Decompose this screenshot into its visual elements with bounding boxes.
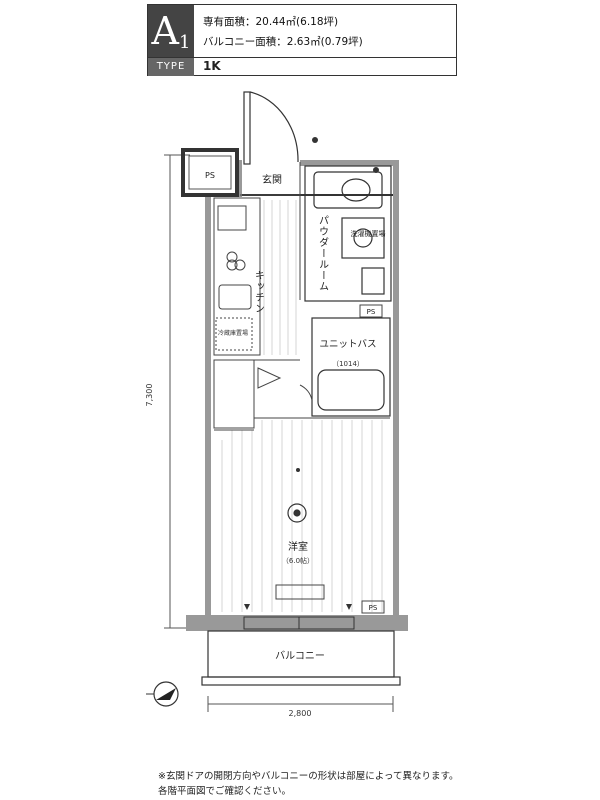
unit-info-header: A1 専有面積：20.44㎡(6.18坪) バルコニー面積：2.63㎡(0.79… bbox=[147, 4, 457, 76]
type-label: TYPE bbox=[148, 58, 194, 76]
balcony-area: バルコニー面積：2.63㎡(0.79坪) bbox=[203, 36, 363, 48]
type-sub: 1 bbox=[179, 32, 191, 53]
ps-label-top: PS bbox=[205, 171, 215, 180]
unit-type-badge: A1 bbox=[148, 5, 194, 57]
storage-closet bbox=[213, 359, 300, 429]
north-arrow-icon bbox=[146, 681, 179, 707]
powder-room bbox=[304, 165, 392, 302]
unit-bath-size: （1014） bbox=[332, 360, 364, 368]
ceiling-light-icon bbox=[287, 503, 307, 523]
layout-type: 1K bbox=[203, 59, 221, 73]
kitchen-counter bbox=[213, 197, 261, 356]
ps-shaft-middle bbox=[359, 304, 383, 318]
balcony-area bbox=[201, 630, 401, 686]
width-dimension-label: 2,800 bbox=[289, 709, 312, 718]
unit-bath-label: ユニットバス bbox=[319, 339, 376, 350]
fridge-label: 冷蔵庫置場 bbox=[218, 329, 248, 337]
height-dimension-label: 7,300 bbox=[145, 384, 154, 407]
fridge-area bbox=[215, 317, 253, 351]
western-room-label: 洋室 bbox=[288, 540, 308, 553]
entrance-label: 玄関 bbox=[262, 173, 282, 186]
balcony-label: バルコニー bbox=[275, 650, 325, 662]
ac-unit bbox=[275, 584, 325, 600]
note-line-2: 各階平面図でご確認ください。 bbox=[158, 786, 292, 797]
western-room-floor bbox=[221, 420, 383, 612]
kitchen-floor bbox=[263, 200, 297, 355]
ps-shaft-bottom bbox=[361, 600, 385, 614]
unit-bath bbox=[311, 317, 391, 417]
type-code: A bbox=[151, 9, 179, 53]
ps-shaft-top bbox=[181, 148, 239, 197]
bath-door[interactable] bbox=[299, 384, 313, 401]
height-dimension bbox=[164, 154, 190, 629]
entrance-area bbox=[240, 162, 301, 300]
ps-label-bottom: PS bbox=[369, 604, 378, 612]
exclusive-area: 専有面積：20.44㎡(6.18坪) bbox=[203, 16, 339, 28]
powder-room-label: パウダールーム bbox=[317, 215, 329, 292]
kitchen-label: キッチン bbox=[253, 270, 264, 314]
note-line-1: ※玄関ドアの開閉方向やバルコニーの形状は部屋によって異なります。 bbox=[158, 771, 459, 782]
type-row: TYPE 1K bbox=[148, 57, 456, 76]
western-room-size: （6.0帖） bbox=[282, 556, 314, 565]
entrance-door[interactable] bbox=[243, 91, 299, 165]
room-divider bbox=[214, 417, 390, 431]
ps-label-middle: PS bbox=[367, 308, 376, 316]
outlet-icons bbox=[244, 137, 379, 610]
washer-area-label: 洗濯機置場 bbox=[351, 229, 386, 238]
width-dimension bbox=[207, 696, 394, 712]
balcony-window[interactable] bbox=[243, 616, 355, 630]
